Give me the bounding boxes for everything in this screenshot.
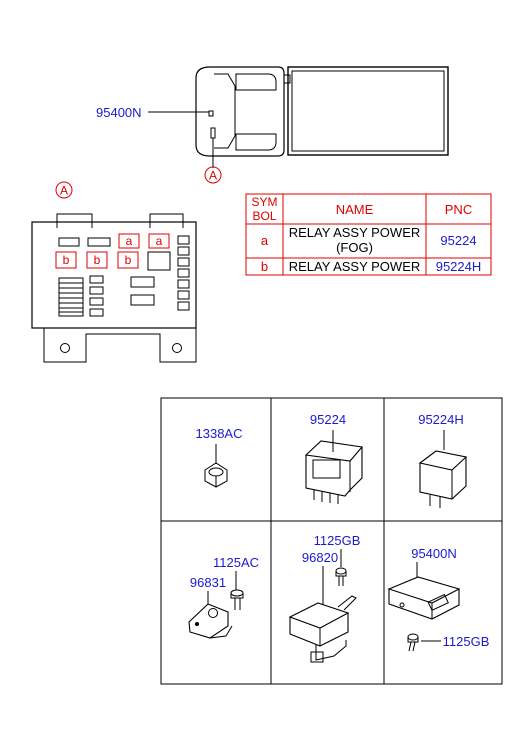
table-row-2-pnc: 95224H <box>436 259 482 274</box>
relay-slot-b-3 <box>117 251 139 269</box>
part-label-95224: 95224 <box>310 412 346 427</box>
part-label-95400n-top: 95400N <box>96 105 142 120</box>
table-row-1-name: RELAY ASSY POWER <box>289 225 421 240</box>
table-row-2-name: RELAY ASSY POWER <box>289 259 421 274</box>
part-label-1125ac: 1125AC <box>213 555 259 570</box>
relay-slot-a-2-label: a <box>156 234 163 248</box>
relay-95224h <box>418 450 468 508</box>
part-label-96820: 96820 <box>302 550 338 565</box>
relay-slot-a-2 <box>148 233 170 249</box>
relay-slot-b-2 <box>86 251 108 269</box>
table-row-2-symbol: b <box>261 259 268 274</box>
relay-slot-b-1-label: b <box>63 253 70 267</box>
nut-1338ac <box>204 462 228 488</box>
bolt-1125gb-mid <box>335 567 347 586</box>
bolt-1125gb-bottom <box>407 633 419 652</box>
table-row-1-symbol: a <box>261 233 269 248</box>
view-marker-circle <box>204 166 222 184</box>
part-label-95224h: 95224H <box>418 412 464 427</box>
part-label-1338ac: 1338AC <box>196 426 243 441</box>
table-header-symbol-line1: SYM <box>251 195 277 209</box>
table-header-pnc: PNC <box>445 202 472 217</box>
relay-slot-a-1-label: a <box>126 234 133 248</box>
relay-slot-b-3-label: b <box>125 253 132 267</box>
relay-slot-b-1 <box>55 251 77 269</box>
part-label-1125gb-bottom: 1125GB <box>443 634 490 649</box>
relay-95224 <box>304 440 364 504</box>
bracket-96831 <box>188 603 233 639</box>
relay-slot-a-1 <box>118 233 140 249</box>
view-marker-a: A <box>209 169 217 183</box>
table-row-1-pnc: 95224 <box>440 233 476 248</box>
fuse-box: a a b b b <box>31 213 197 363</box>
part-label-1125gb-mid: 1125GB <box>314 533 361 548</box>
table-row-1-name-line2: (FOG) <box>336 240 373 255</box>
fuse-box-marker-circle <box>55 181 73 199</box>
vehicle-top-view <box>195 66 449 157</box>
legend-table <box>245 193 492 276</box>
table-header-name: NAME <box>336 202 374 217</box>
relay-slot-b-2-label: b <box>94 253 101 267</box>
bolt-1125ac <box>230 589 244 610</box>
module-95400n <box>387 576 461 620</box>
part-label-95400n-grid: 95400N <box>411 546 457 561</box>
fuse-box-marker-a: A <box>60 184 68 198</box>
part-label-96831: 96831 <box>190 575 226 590</box>
module-96820 <box>288 595 357 663</box>
parts-grid <box>160 397 503 685</box>
table-header-symbol-line2: BOL <box>252 209 276 223</box>
